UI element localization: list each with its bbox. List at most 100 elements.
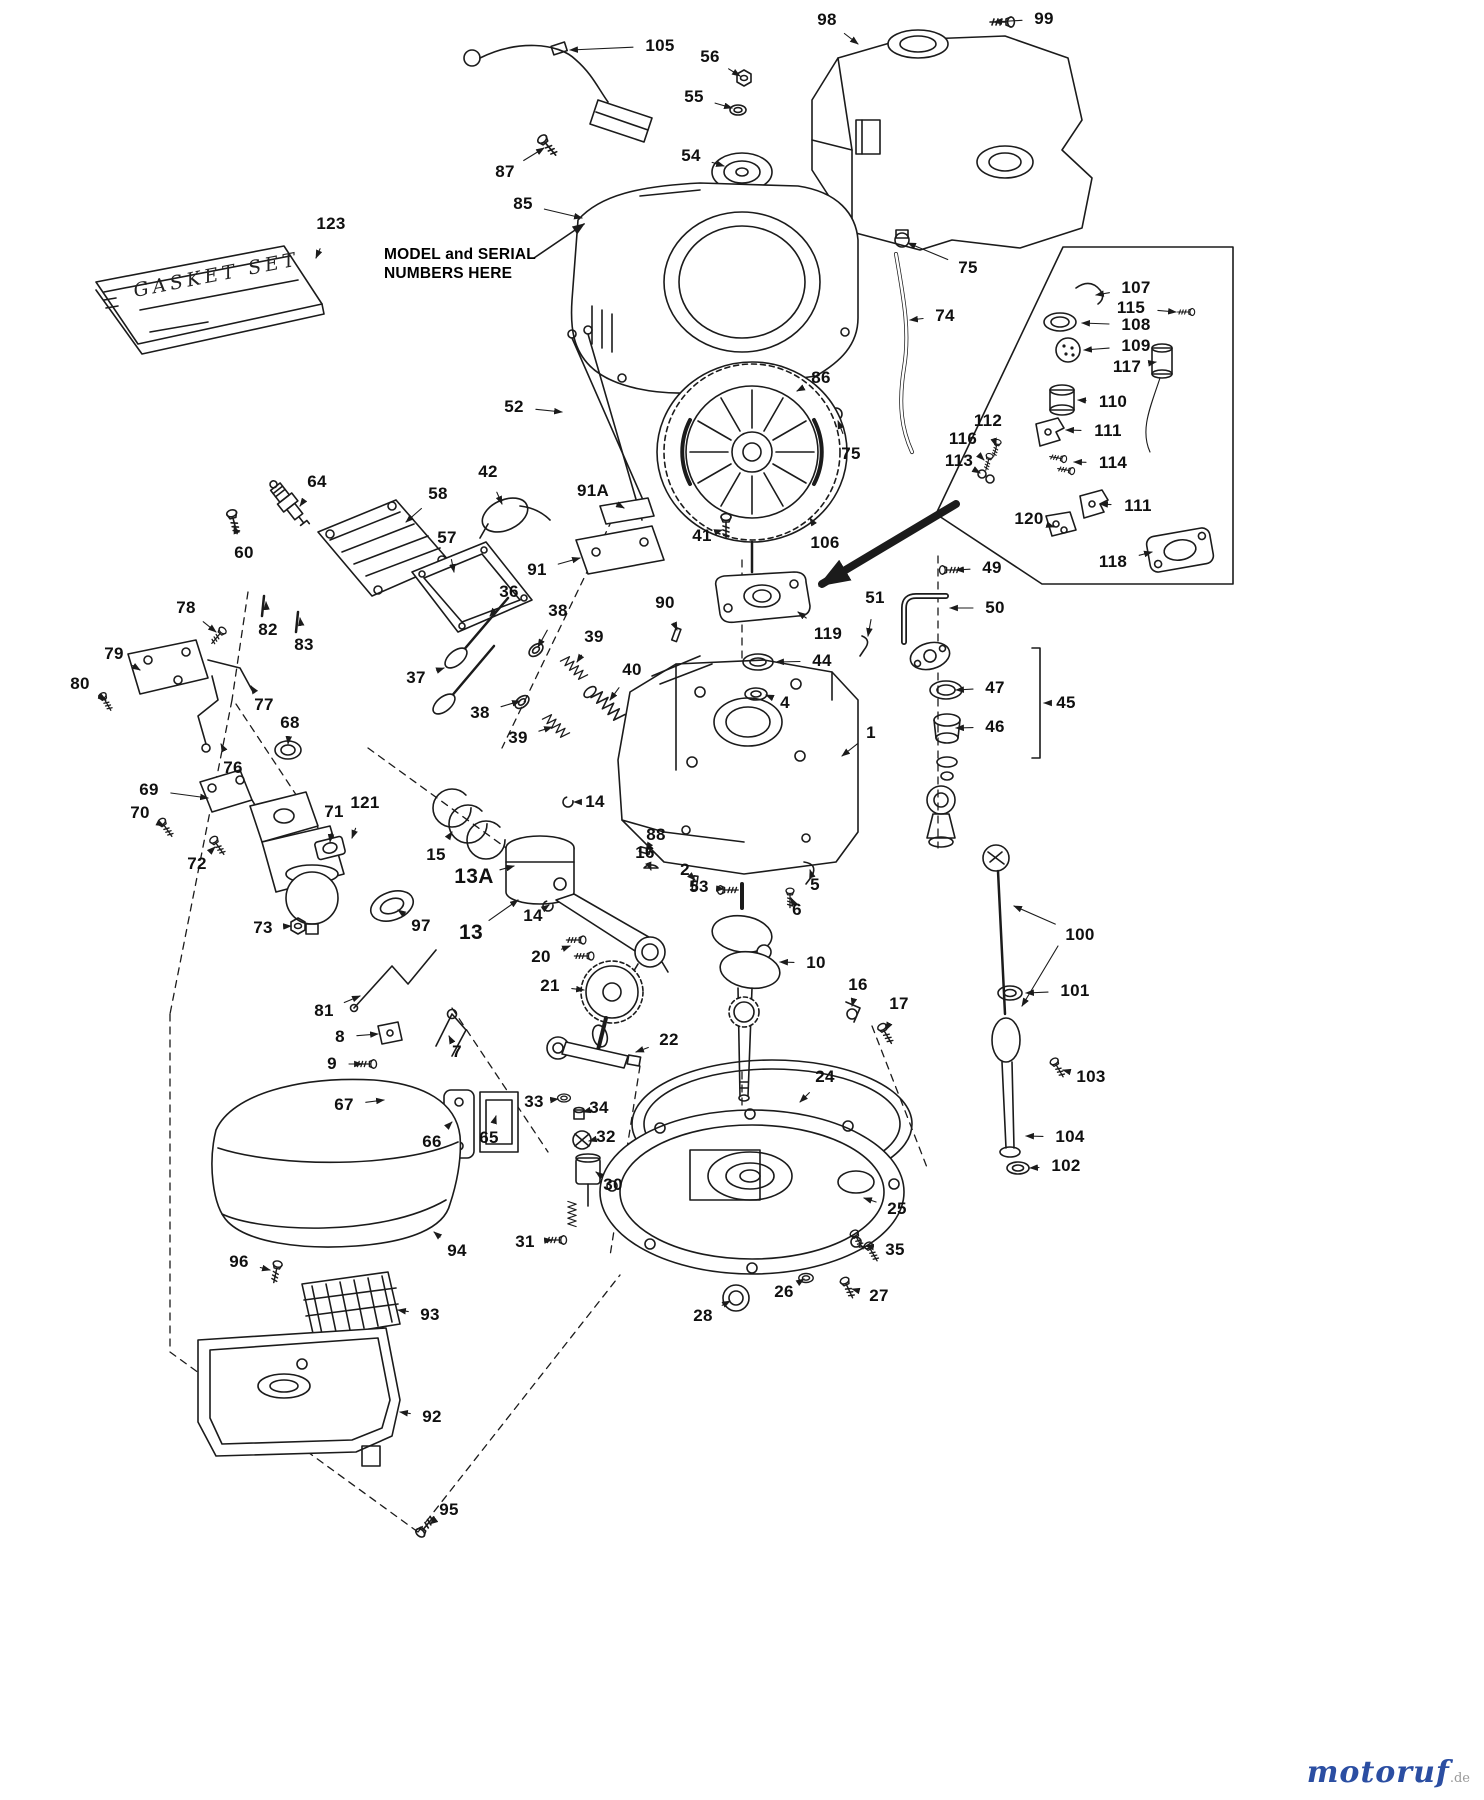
part-callout-85: 85 xyxy=(513,194,533,213)
part-callout-17: 17 xyxy=(889,994,909,1013)
part-callout-96: 96 xyxy=(229,1252,249,1271)
part-callout-97: 97 xyxy=(411,916,431,935)
part-callout-15: 15 xyxy=(426,845,446,864)
part-callout-53: 53 xyxy=(689,877,709,896)
part-callout-117: 117 xyxy=(1112,357,1142,376)
part-callout-71: 71 xyxy=(324,802,344,821)
part-callout-24: 24 xyxy=(815,1067,835,1086)
part-callout-35: 35 xyxy=(885,1240,905,1259)
part-callout-107: 107 xyxy=(1121,278,1151,297)
part-callout-27: 27 xyxy=(869,1286,889,1305)
spark-plug xyxy=(269,480,311,527)
blower-housing xyxy=(570,182,859,394)
part-callout-87: 87 xyxy=(495,162,515,181)
cylinder-block xyxy=(617,655,859,875)
part-callout-121: 121 xyxy=(350,793,380,812)
part-callout-16: 16 xyxy=(635,843,655,862)
starter-rope xyxy=(463,41,653,143)
head-gasket xyxy=(411,541,533,633)
part-callout-82: 82 xyxy=(258,620,278,639)
valves-and-springs xyxy=(432,596,626,741)
part-callout-38: 38 xyxy=(548,601,568,620)
part-callout-99: 99 xyxy=(1034,9,1054,28)
part-callout-49: 49 xyxy=(982,558,1002,577)
breather-group xyxy=(556,1093,601,1228)
part-callout-67: 67 xyxy=(334,1095,354,1114)
part-callout-39: 39 xyxy=(508,728,528,747)
part-callout-101: 101 xyxy=(1060,981,1090,1000)
part-callout-4: 4 xyxy=(780,693,790,712)
part-callout-55: 55 xyxy=(684,87,704,106)
part-callout-78: 78 xyxy=(176,598,196,617)
part-callout-13: 13 xyxy=(459,921,483,944)
part-callout-81: 81 xyxy=(314,1001,334,1020)
part-callout-22: 22 xyxy=(659,1030,679,1049)
cover-hardware xyxy=(722,1272,814,1312)
part-callout-80: 80 xyxy=(70,674,90,693)
part-callout-104: 104 xyxy=(1055,1127,1085,1146)
part-callout-6: 6 xyxy=(792,900,802,919)
part-callout-79: 79 xyxy=(104,644,124,663)
part-callout-68: 68 xyxy=(280,713,300,732)
part-callout-83: 83 xyxy=(294,635,314,654)
part-callout-73: 73 xyxy=(253,918,273,937)
part-callout-120: 120 xyxy=(1014,509,1044,528)
part-callout-31: 31 xyxy=(515,1232,535,1251)
part-callout-34: 34 xyxy=(589,1098,609,1117)
part-callout-111: 111 xyxy=(1124,496,1152,515)
part-callout-42: 42 xyxy=(478,462,498,481)
oil-seal-44 xyxy=(742,653,774,701)
part-callout-70: 70 xyxy=(130,803,150,822)
part-callout-109: 109 xyxy=(1121,336,1151,355)
part-callout-103: 103 xyxy=(1076,1067,1106,1086)
part-callout-36: 36 xyxy=(499,582,519,601)
part-callout-93: 93 xyxy=(420,1305,440,1324)
part-callout-16: 16 xyxy=(848,975,868,994)
part-callout-37: 37 xyxy=(406,668,426,687)
fuel-tank xyxy=(811,29,1093,251)
flywheel xyxy=(656,361,848,574)
part-callout-94: 94 xyxy=(447,1241,467,1260)
crankcase-cover xyxy=(599,1108,905,1275)
part-callout-47: 47 xyxy=(985,678,1005,697)
part-callout-30: 30 xyxy=(603,1175,623,1194)
dowel-pin-2 xyxy=(691,874,699,892)
part-callout-52: 52 xyxy=(504,397,524,416)
part-callout-76: 76 xyxy=(223,758,243,777)
part-callout-46: 46 xyxy=(985,717,1005,736)
key-88 xyxy=(638,845,652,855)
watermark: motoruf.de xyxy=(1307,1755,1470,1790)
part-callout-54: 54 xyxy=(681,146,701,165)
control-rods xyxy=(567,325,651,521)
part-callout-65: 65 xyxy=(479,1128,499,1147)
part-callout-102: 102 xyxy=(1051,1156,1081,1175)
part-callout-10: 10 xyxy=(806,953,826,972)
part-callout-88: 88 xyxy=(646,825,666,844)
governor-linkage xyxy=(349,949,467,1057)
part-callout-91: 91 xyxy=(527,560,547,579)
part-callout-92: 92 xyxy=(422,1407,442,1426)
oil-line-eye xyxy=(846,1008,858,1020)
inset-panel xyxy=(817,246,1234,588)
part-callout-7: 7 xyxy=(452,1042,462,1061)
part-callout-51: 51 xyxy=(865,588,885,607)
part-callout-114: 114 xyxy=(1098,453,1128,472)
part-callout-77: 77 xyxy=(254,695,274,714)
part-callout-106: 106 xyxy=(810,533,840,552)
part-callout-116: 116 xyxy=(948,429,978,448)
part-callout-105: 105 xyxy=(645,36,675,55)
part-callout-14: 14 xyxy=(523,906,543,925)
part-callout-115: 115 xyxy=(1116,298,1146,317)
model-serial-note: MODEL and SERIAL NUMBERS HERE xyxy=(384,246,536,283)
part-callout-112: 112 xyxy=(973,411,1003,430)
part-callout-39: 39 xyxy=(584,627,604,646)
part-callout-44: 44 xyxy=(812,651,832,670)
speed-control-bracket xyxy=(127,594,300,753)
part-callout-8: 8 xyxy=(335,1027,345,1046)
part-callout-111: 111 xyxy=(1094,421,1122,440)
part-callout-32: 32 xyxy=(596,1127,616,1146)
piston-assembly xyxy=(432,788,669,975)
